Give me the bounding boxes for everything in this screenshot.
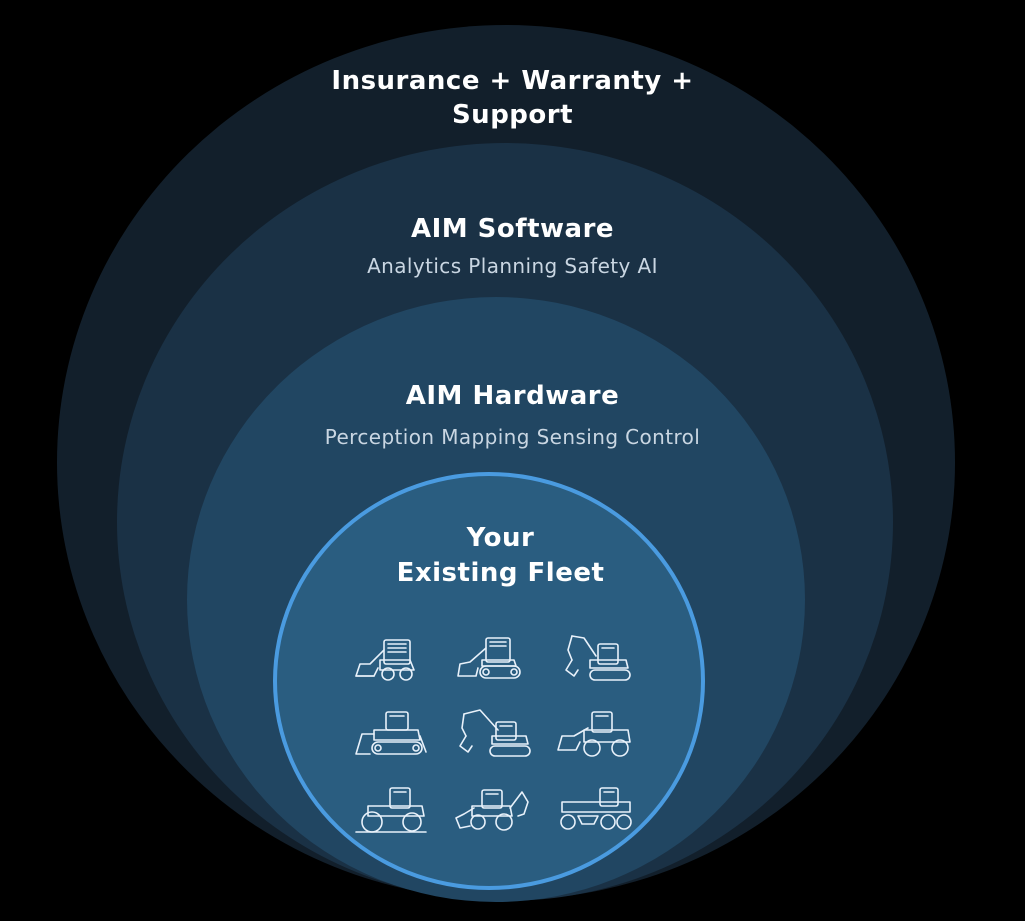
- soil-compactor-icon: [350, 782, 430, 838]
- skid-steer-loader-icon: [350, 630, 430, 686]
- fleet-layer-title-line-2: Existing Fleet: [396, 558, 605, 588]
- software-layer-subtitle: Analytics Planning Safety AI: [367, 254, 658, 278]
- hardware-layer-subtitle: Perception Mapping Sensing Control: [324, 425, 701, 449]
- wheel-loader-icon: [554, 706, 634, 762]
- excavator-icon: [452, 706, 532, 762]
- outer-layer-title-line-1: Insurance + Warranty +: [331, 66, 694, 96]
- compact-track-loader-icon: [452, 630, 532, 686]
- crawler-dozer-icon: [350, 706, 430, 762]
- outer-layer-title-line-2: Support: [451, 100, 574, 130]
- hardware-layer-title: AIM Hardware: [405, 381, 620, 411]
- fleet-layer-circle: [273, 472, 705, 890]
- fleet-layer-title-line-1: Your: [466, 523, 535, 553]
- software-layer-title: AIM Software: [410, 214, 615, 244]
- backhoe-loader-icon: [452, 782, 532, 838]
- compact-excavator-icon: [554, 630, 634, 686]
- motor-grader-icon: [554, 782, 634, 838]
